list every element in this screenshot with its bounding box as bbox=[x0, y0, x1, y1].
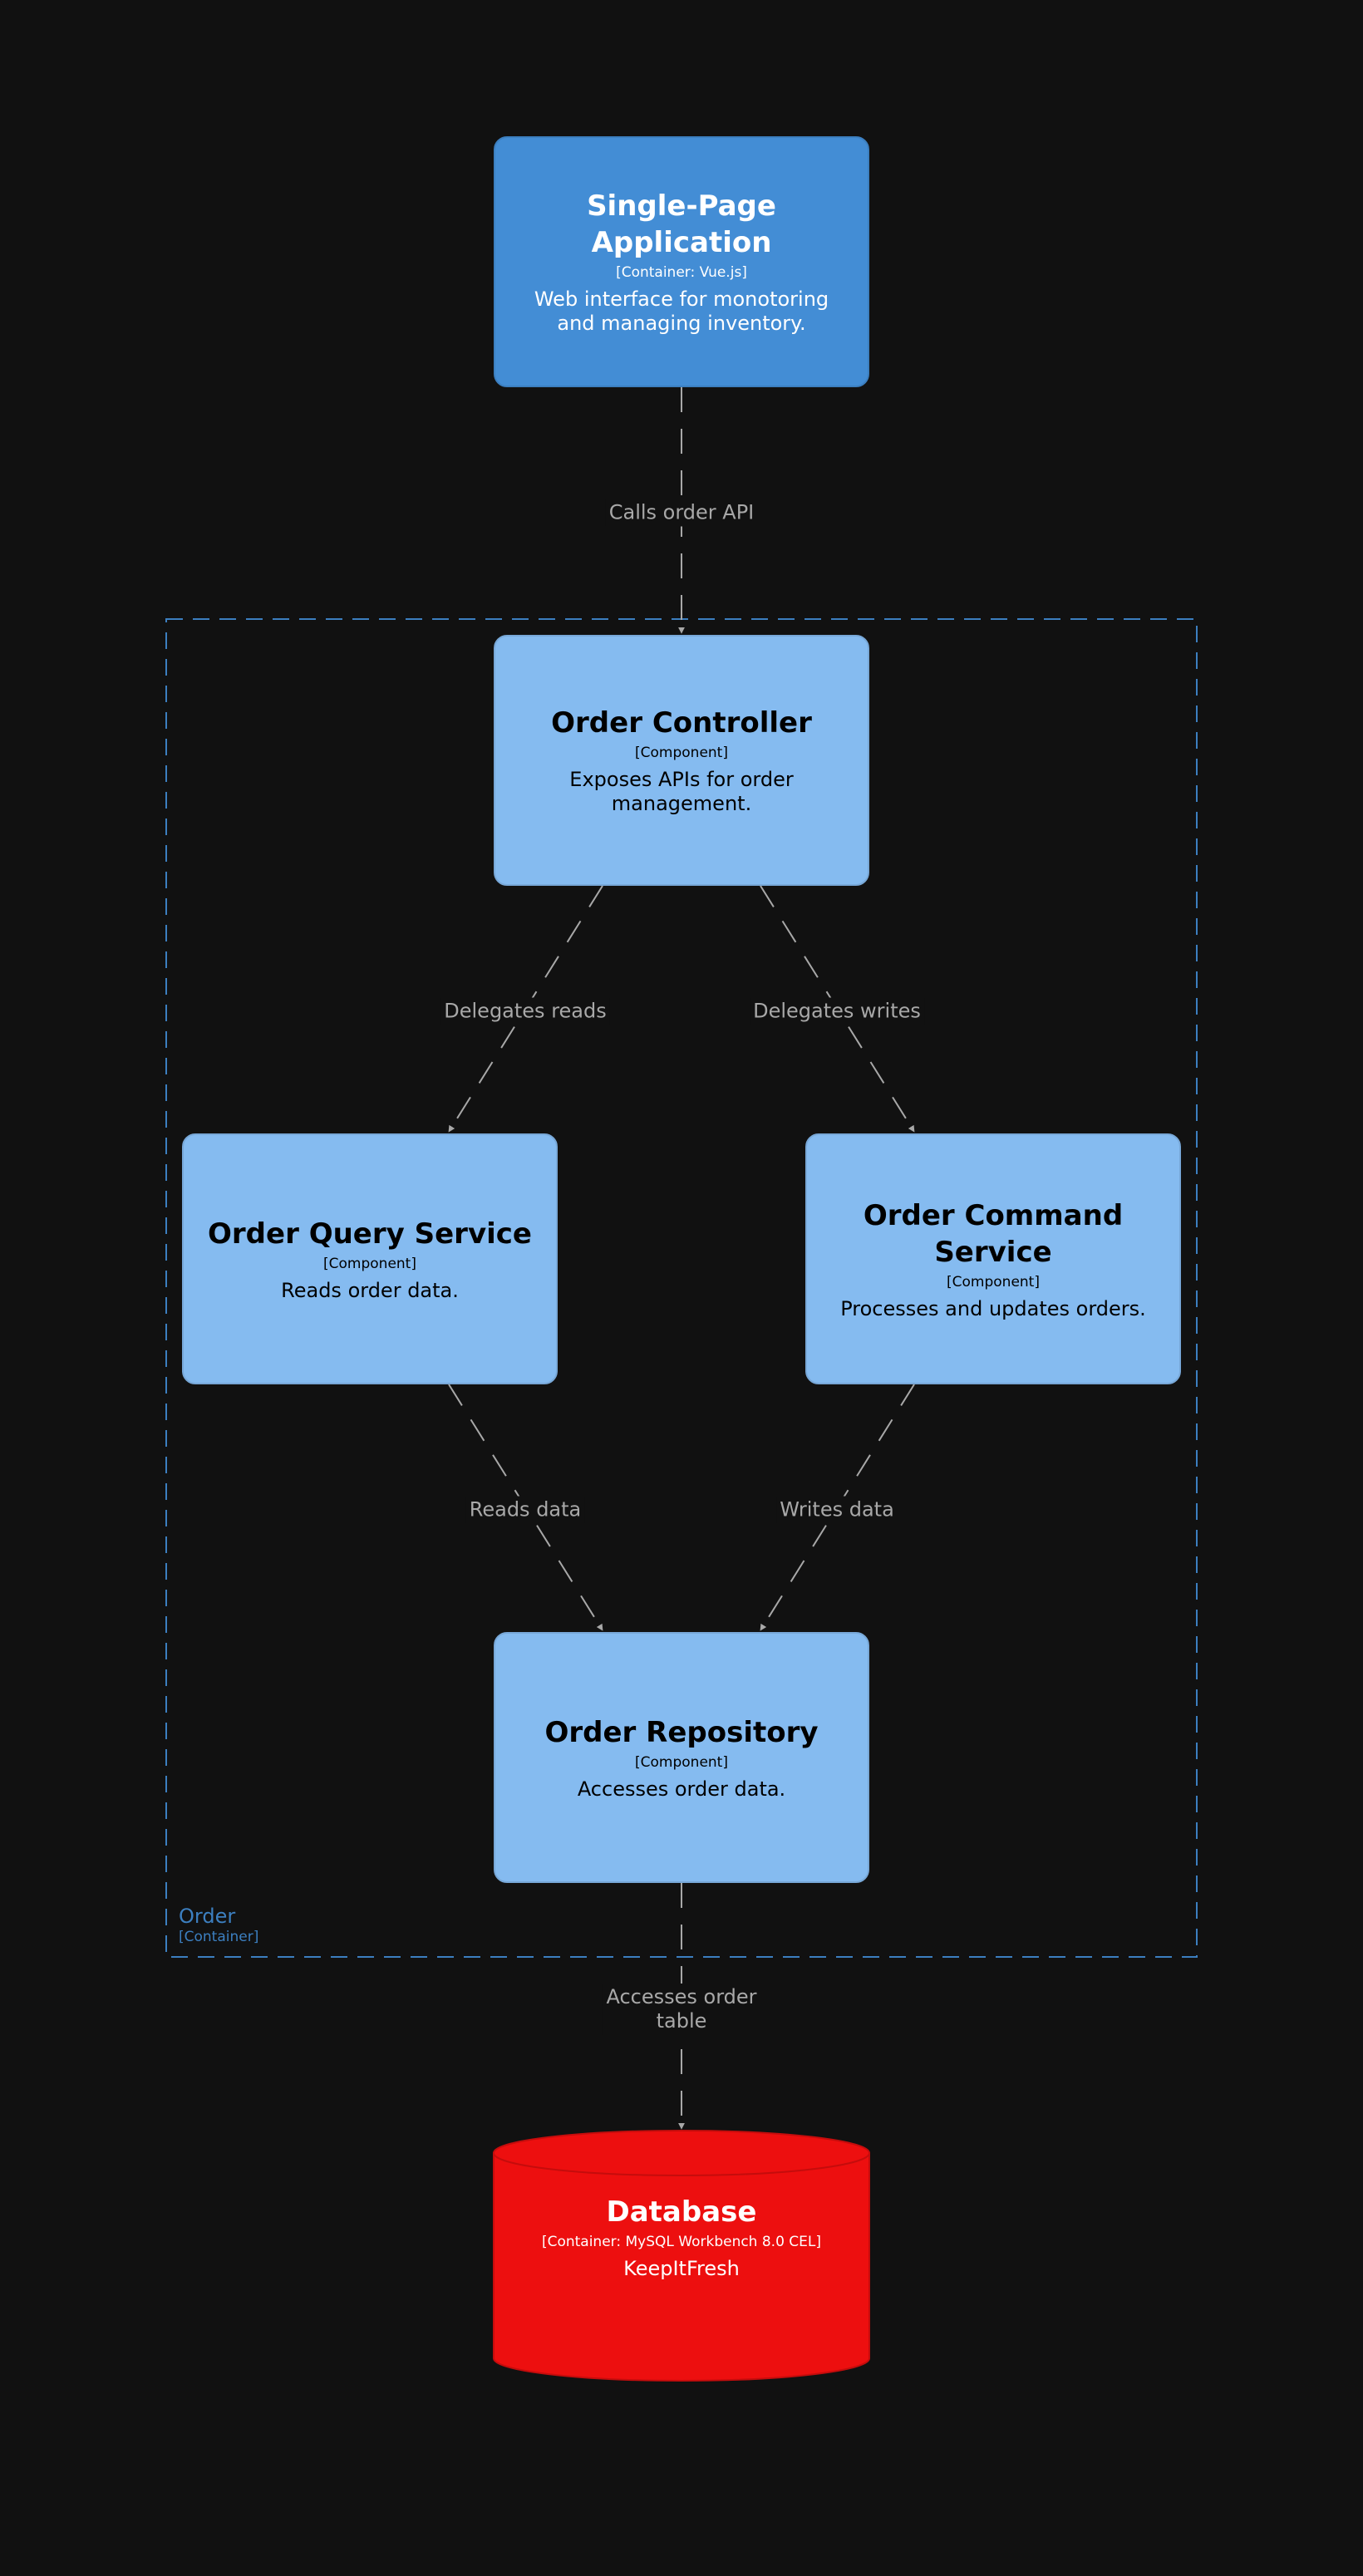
order-controller-description: Exposes APIs for order management. bbox=[569, 768, 794, 815]
order-query-service-technology: [Component] bbox=[323, 1255, 416, 1272]
order-command-service-title: Order Command Service bbox=[863, 1198, 1124, 1269]
edge-label-delegates-reads: Delegates reads bbox=[440, 997, 610, 1025]
order-repository-description: Accesses order data. bbox=[577, 1777, 786, 1801]
spa-title: Single-Page Application bbox=[587, 189, 776, 259]
boundary-name: Order bbox=[179, 1905, 236, 1928]
database-cylinder bbox=[493, 2130, 870, 2382]
order-query-service-box[interactable]: Order Query Service [Component] Reads or… bbox=[182, 1133, 558, 1384]
edge-label-calls-order-api: Calls order API bbox=[605, 499, 758, 527]
order-controller-title: Order Controller bbox=[551, 706, 812, 740]
order-command-service-box[interactable]: Order Command Service [Component] Proces… bbox=[805, 1133, 1181, 1384]
edge-label-accesses-order-table: Accesses order table bbox=[603, 1984, 760, 2035]
order-query-service-title: Order Query Service bbox=[208, 1217, 532, 1251]
order-repository-title: Order Repository bbox=[544, 1715, 819, 1749]
edge-label-reads-data: Reads data bbox=[465, 1496, 585, 1524]
spa-description: Web interface for monotoring and managin… bbox=[534, 288, 829, 335]
edge-label-writes-data: Writes data bbox=[776, 1496, 898, 1524]
spa-container-box[interactable]: Single-Page Application [Container: Vue.… bbox=[494, 136, 869, 387]
database-description: KeepItFresh bbox=[623, 2257, 740, 2280]
order-repository-technology: [Component] bbox=[635, 1753, 728, 1771]
order-controller-technology: [Component] bbox=[635, 745, 728, 761]
order-command-service-technology: [Component] bbox=[947, 1273, 1040, 1290]
order-repository-box[interactable]: Order Repository [Component] Accesses or… bbox=[494, 1632, 869, 1883]
order-controller-box[interactable]: Order Controller [Component] Exposes API… bbox=[494, 635, 869, 886]
order-command-service-description: Processes and updates orders. bbox=[840, 1296, 1146, 1320]
boundary-type: [Container] bbox=[179, 1929, 259, 1945]
database-title: Database bbox=[606, 2195, 757, 2229]
order-query-service-description: Reads order data. bbox=[281, 1278, 459, 1302]
edge-label-delegates-writes: Delegates writes bbox=[750, 997, 924, 1025]
order-boundary-label: Order [Container] bbox=[179, 1905, 258, 1946]
database-label[interactable]: Database [Container: MySQL Workbench 8.0… bbox=[494, 2194, 869, 2281]
database-technology: [Container: MySQL Workbench 8.0 CEL] bbox=[541, 2234, 822, 2250]
spa-technology: [Container: Vue.js] bbox=[616, 264, 747, 281]
